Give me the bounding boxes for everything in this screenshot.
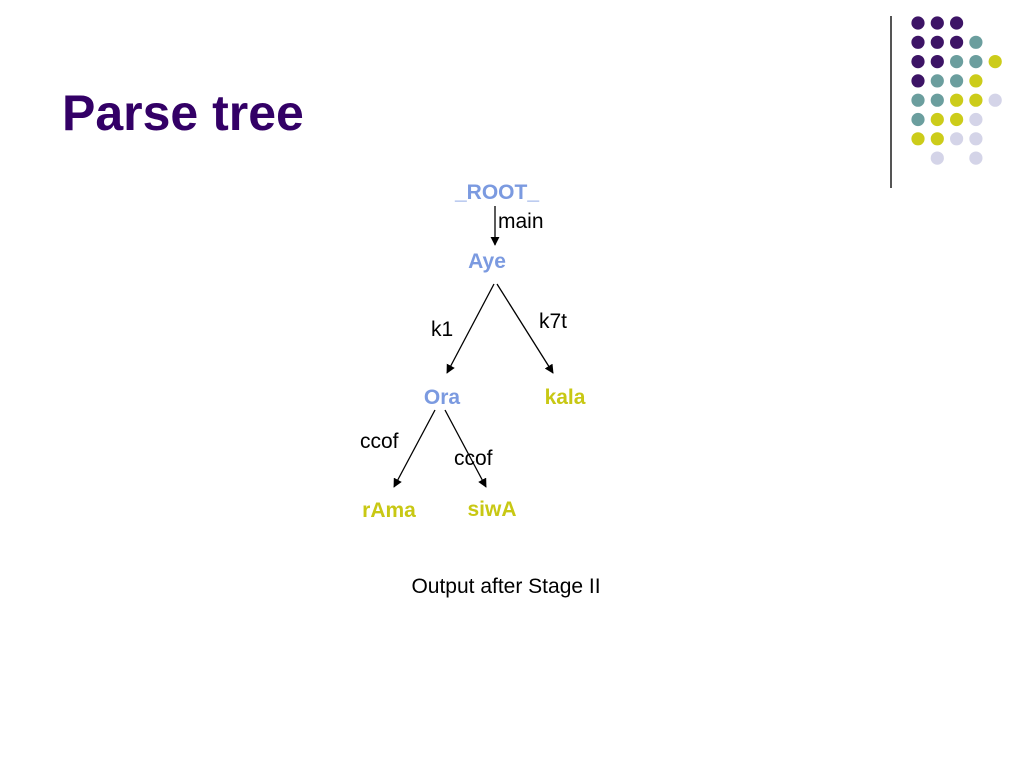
decorative-dot: [930, 16, 944, 30]
decorative-dot: [969, 55, 983, 69]
decorative-dot: [930, 74, 944, 88]
decorative-dot: [930, 112, 944, 127]
edge-ora-siwa: [444, 409, 487, 488]
decorative-dot: [969, 93, 983, 107]
decorative-dot: [950, 112, 964, 127]
decorative-dot: [911, 93, 925, 107]
decorative-dot: [969, 35, 983, 49]
edge-label-main: main: [498, 210, 544, 233]
node-kala: kala: [545, 386, 586, 409]
decorative-dot: [950, 55, 964, 69]
edge-label-k1: k1: [431, 318, 453, 341]
edge-aye-kala: [496, 283, 554, 374]
decorative-dot: [930, 151, 944, 165]
decorative-dot: [950, 132, 964, 146]
decorative-dot: [930, 35, 944, 49]
decorative-dot: [930, 93, 944, 107]
decorative-dot: [911, 55, 925, 69]
decorative-dot: [988, 93, 1002, 107]
decorative-dot: [911, 74, 925, 88]
decorative-dot-grid: [911, 16, 1002, 165]
decorative-dot: [950, 74, 964, 88]
edge-label-ccof-left: ccof: [360, 430, 399, 453]
decorative-dot: [930, 55, 944, 69]
decorative-dot: [911, 132, 925, 146]
decorative-dot: [911, 35, 925, 49]
decorative-dot: [950, 16, 964, 30]
decorative-dot: [969, 112, 983, 127]
decorative-dot: [969, 74, 983, 88]
node-rama: rAma: [362, 499, 416, 522]
edge-ora-rama: [393, 409, 436, 488]
node-ora: Ora: [424, 386, 461, 409]
node-root: _ROOT_: [454, 181, 539, 204]
diagram-caption: Output after Stage II: [411, 575, 601, 598]
edge-aye-ora: [446, 283, 495, 374]
decorative-dot: [911, 16, 925, 30]
slide-title: Parse tree: [62, 85, 304, 141]
decorative-dot: [969, 151, 983, 165]
decorative-dot: [930, 132, 944, 146]
divider-line: [890, 16, 892, 188]
decorative-dot: [950, 93, 964, 107]
node-aye: Aye: [468, 250, 506, 273]
decorative-dot: [988, 55, 1002, 69]
edge-label-ccof-right: ccof: [454, 447, 493, 470]
decorative-dot: [911, 112, 925, 127]
decorative-dot: [969, 132, 983, 146]
node-siwa: siwA: [467, 498, 516, 521]
edge-label-k7t: k7t: [539, 310, 567, 333]
decorative-dot: [950, 35, 964, 49]
